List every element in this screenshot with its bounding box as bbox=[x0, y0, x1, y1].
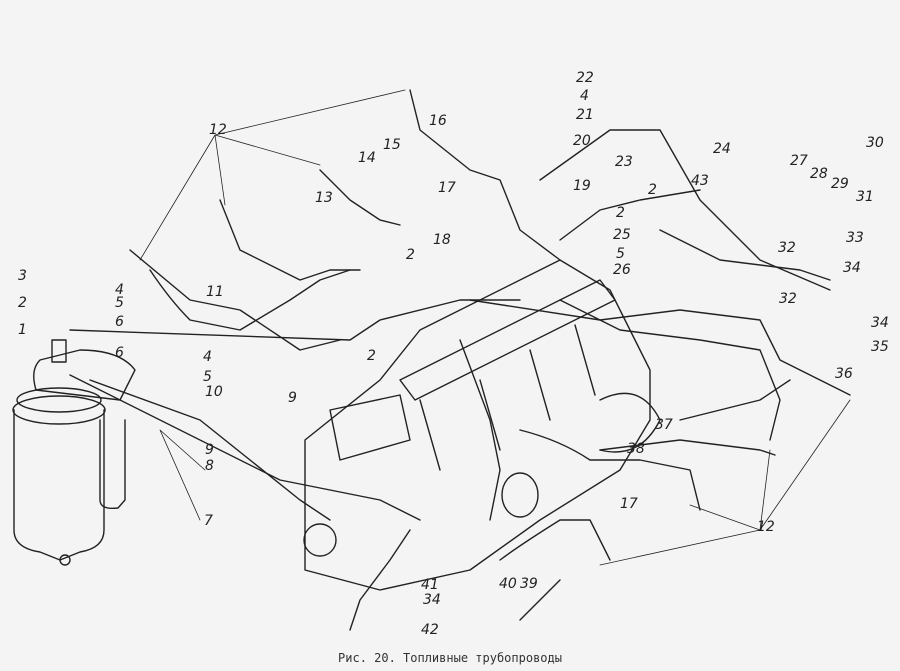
part-label: 34 bbox=[843, 260, 861, 276]
part-label: 38 bbox=[627, 441, 645, 457]
part-label: 5 bbox=[616, 246, 625, 262]
part-label: 12 bbox=[757, 519, 775, 535]
part-label: 36 bbox=[835, 366, 853, 382]
part-label: 27 bbox=[790, 153, 808, 169]
part-label: 20 bbox=[573, 133, 591, 149]
part-label: 9 bbox=[288, 390, 297, 406]
part-label: 21 bbox=[576, 107, 594, 123]
part-label: 17 bbox=[620, 496, 638, 512]
part-label: 7 bbox=[204, 513, 213, 529]
part-label: 30 bbox=[866, 135, 884, 151]
part-label: 2 bbox=[18, 295, 27, 311]
part-label: 2 bbox=[648, 182, 657, 198]
part-label: 18 bbox=[433, 232, 451, 248]
part-label: 34 bbox=[871, 315, 889, 331]
part-label: 2 bbox=[406, 247, 415, 263]
part-label: 19 bbox=[573, 178, 591, 194]
part-label: 14 bbox=[358, 150, 376, 166]
leader-lines bbox=[139, 89, 851, 566]
part-label: 43 bbox=[691, 173, 709, 189]
part-label: 22 bbox=[576, 70, 594, 86]
part-label: 4 bbox=[203, 349, 212, 365]
part-label: 40 bbox=[499, 576, 517, 592]
part-label: 31 bbox=[856, 189, 874, 205]
part-label: 5 bbox=[115, 295, 124, 311]
part-label: 2 bbox=[616, 205, 625, 221]
part-label: 28 bbox=[810, 166, 828, 182]
part-label: 24 bbox=[713, 141, 731, 157]
part-label: 1 bbox=[18, 322, 27, 338]
part-label: 4 bbox=[580, 88, 589, 104]
part-label: 34 bbox=[423, 592, 441, 608]
part-label: 15 bbox=[383, 137, 401, 153]
part-label: 17 bbox=[438, 180, 456, 196]
part-label: 11 bbox=[206, 284, 224, 300]
part-label: 23 bbox=[615, 154, 633, 170]
part-label: 37 bbox=[655, 417, 673, 433]
part-label: 5 bbox=[203, 369, 212, 385]
part-label: 35 bbox=[871, 339, 889, 355]
part-label: 10 bbox=[205, 384, 223, 400]
part-label: 12 bbox=[209, 122, 227, 138]
part-label: 26 bbox=[613, 262, 631, 278]
part-label: 4 bbox=[115, 282, 124, 298]
part-label: 6 bbox=[115, 345, 124, 361]
fuel-pipes bbox=[69, 89, 851, 631]
part-label: 25 bbox=[613, 227, 631, 243]
part-label: 39 bbox=[520, 576, 538, 592]
part-label: 13 bbox=[315, 190, 333, 206]
part-label: 41 bbox=[421, 577, 439, 593]
figure-caption: Рис. 20. Топливные трубопроводы bbox=[338, 651, 562, 665]
part-label: 32 bbox=[779, 291, 797, 307]
injection-pump bbox=[303, 259, 661, 591]
part-label: 6 bbox=[115, 314, 124, 330]
part-label: 3 bbox=[18, 268, 27, 284]
fuel-filter bbox=[12, 339, 136, 566]
part-label: 8 bbox=[205, 458, 214, 474]
part-label: 42 bbox=[421, 622, 439, 638]
part-label: 9 bbox=[205, 442, 214, 458]
part-label: 32 bbox=[778, 240, 796, 256]
part-label: 2 bbox=[367, 348, 376, 364]
part-label: 29 bbox=[831, 176, 849, 192]
part-label: 33 bbox=[846, 230, 864, 246]
part-label: 16 bbox=[429, 113, 447, 129]
